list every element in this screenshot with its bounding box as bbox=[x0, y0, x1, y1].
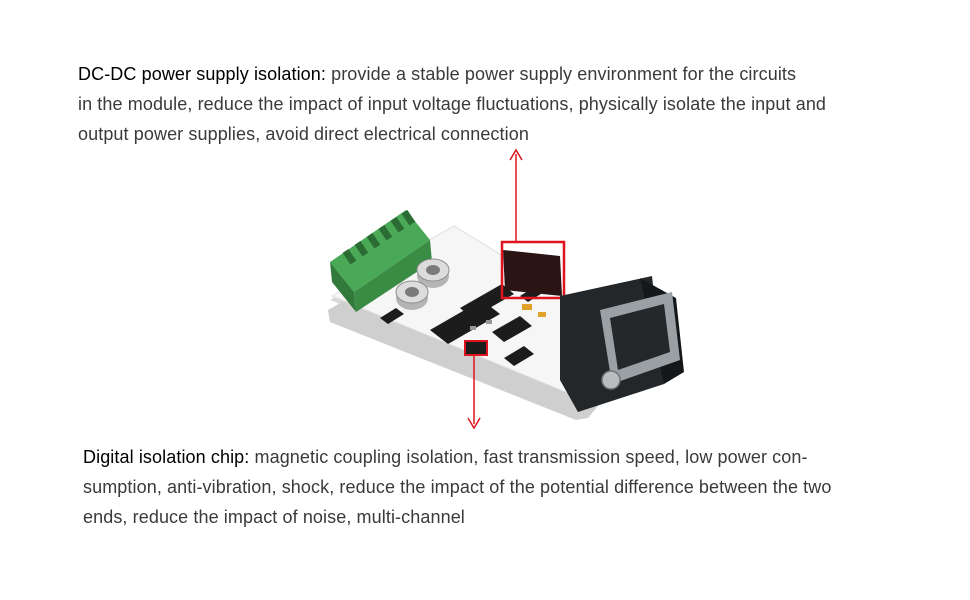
arrow-to-isolation-chip bbox=[467, 355, 481, 430]
smd-components bbox=[470, 304, 546, 330]
isolation-chip bbox=[464, 340, 488, 356]
dc-dc-isolation-description: DC-DC power supply isolation: provide a … bbox=[78, 59, 918, 149]
arrow-to-dc-dc bbox=[509, 148, 523, 242]
db9-connector bbox=[560, 276, 684, 412]
inductor-coils bbox=[395, 258, 450, 310]
isolation-line-2: sumption, anti-vibration, shock, reduce … bbox=[83, 477, 832, 497]
isolation-line-1: magnetic coupling isolation, fast transm… bbox=[249, 447, 808, 467]
dc-dc-line-3: output power supplies, avoid direct elec… bbox=[78, 124, 529, 144]
dc-dc-line-1: provide a stable power supply environmen… bbox=[326, 64, 797, 84]
isolation-chip-heading: Digital isolation chip: bbox=[83, 447, 250, 467]
dc-dc-isolation-heading: DC-DC power supply isolation: bbox=[78, 64, 326, 84]
terminal-block bbox=[330, 209, 432, 312]
isolation-chip-description: Digital isolation chip: magnetic couplin… bbox=[83, 442, 923, 532]
dc-dc-module bbox=[500, 240, 566, 300]
isolation-line-3: ends, reduce the impact of noise, multi-… bbox=[83, 507, 465, 527]
dc-dc-line-2: in the module, reduce the impact of inpu… bbox=[78, 94, 827, 114]
